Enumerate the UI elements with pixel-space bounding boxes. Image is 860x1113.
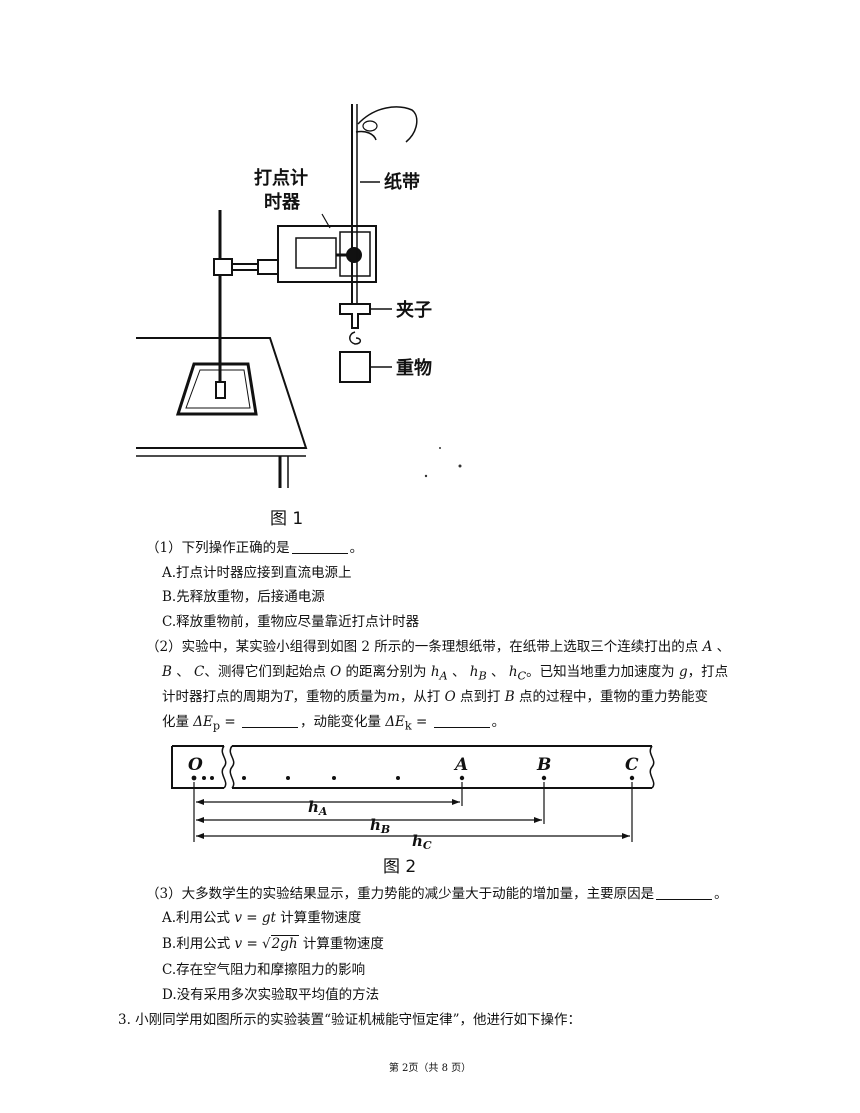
q3-option-c: C.存在空气阻力和摩擦阻力的影响: [162, 962, 366, 978]
q1-stem: （1）下列操作正确的是。: [146, 540, 364, 556]
q1-option-a: A.打点计时器应接到直流电源上: [162, 565, 352, 581]
figure-1-apparatus: 打点计 时器 纸带 夹子 重物: [136, 104, 462, 488]
dim-hc: h: [412, 832, 423, 850]
q3-answer-blank: [656, 886, 713, 900]
q1-option-c: C.释放重物前，重物应尽量靠近打点计时器: [162, 614, 420, 630]
q1-answer-blank: [291, 540, 348, 554]
q2-potential-blank: [242, 714, 299, 728]
q3-option-a: A.利用公式 v = gt 计算重物速度: [162, 910, 362, 926]
point-b: B: [536, 755, 551, 775]
clamp: [339, 303, 371, 329]
clamp-arm: [213, 258, 233, 276]
weight: [339, 351, 371, 383]
svg-text:hA: hA: [308, 798, 328, 818]
label-timer-1: 打点计: [254, 167, 308, 189]
svg-text:hC: hC: [412, 832, 432, 850]
q2-line-2: B 、 C、测得它们到起始点 O 的距离分别为 hA 、 hB 、 hC。已知当…: [162, 664, 729, 683]
q3-option-d: D.没有采用多次实验取平均值的方法: [162, 987, 380, 1003]
svg-text:hB: hB: [370, 816, 390, 836]
q2-line-3: 计时器打点的周期为T，重物的质量为m，从打 O 点到打 B 点的过程中，重物的重…: [162, 689, 709, 705]
q2-kinetic-blank: [433, 714, 490, 728]
point-o: O: [188, 755, 203, 775]
q3-option-b: B.利用公式 v = √2gh 计算重物速度: [162, 935, 384, 952]
question-3-stem: 3. 小刚同学用如图所示的实验装置“验证机械能守恒定律”，他进行如下操作：: [118, 1012, 581, 1028]
label-weight: 重物: [396, 357, 432, 379]
q1-option-b: B.先释放重物，后接通电源: [162, 589, 325, 605]
label-clamp: 夹子: [396, 299, 432, 321]
q2-line-4: 化量 ΔEp = ，动能变化量 ΔEk = 。: [162, 714, 506, 733]
figure-2-tape: O A B C hA hB hC: [171, 745, 655, 850]
q3-stem: （3）大多数学生的实验结果显示，重力势能的减少量大于动能的增加量，主要原因是。: [146, 886, 728, 902]
figure-2-caption: 图 2: [383, 857, 417, 877]
hand: [357, 106, 418, 143]
dim-hb: h: [370, 816, 381, 834]
q2-line-1: （2）实验中，某实验小组得到如图 2 所示的一条理想纸带，在纸带上选取三个连续打…: [146, 639, 731, 655]
dim-ha: h: [308, 798, 319, 816]
label-timer-2: 时器: [264, 192, 301, 213]
stand-base: [175, 362, 258, 416]
point-a: A: [453, 755, 468, 775]
label-tape: 纸带: [384, 171, 420, 193]
point-c: C: [625, 755, 639, 775]
page-footer: 第 2页（共 8 页）: [388, 1063, 472, 1074]
figure-1-caption: 图 1: [270, 509, 304, 529]
